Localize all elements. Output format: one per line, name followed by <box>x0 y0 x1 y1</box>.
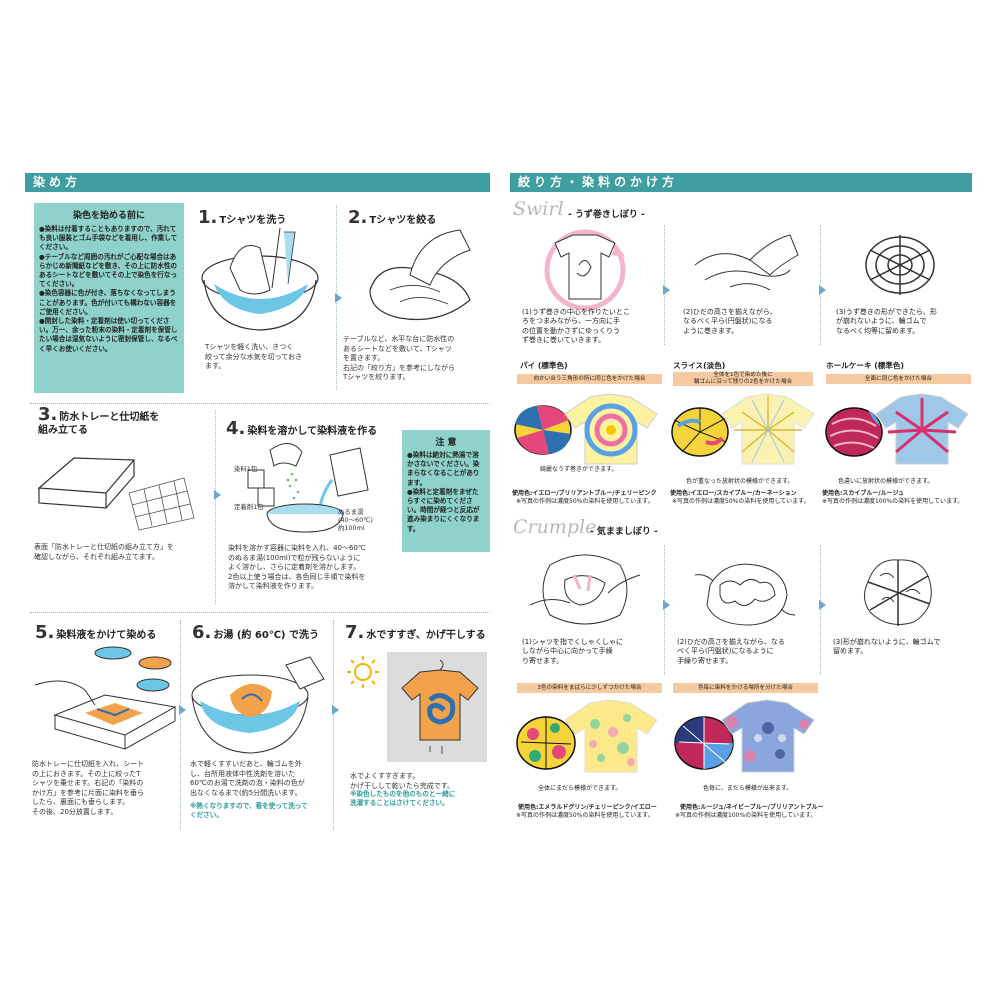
swirl-step3-text: (3)うず巻きの形ができたら、形 が崩れないように、輪ゴムで なるべく均等に留め… <box>836 308 937 335</box>
step7-note: ※染色したものを他のものと一緒に 洗濯することはさけてください。 <box>350 790 456 807</box>
crumple1-shirt-photo <box>564 699 658 773</box>
before-item: ●染色容器に色が付き、落ちなくなってしまうことがあります。色が付いても構わない容… <box>39 289 177 316</box>
step3-text: 表面「防水トレーと仕切紙の組み立て方」を 確認しながら、それぞれ組み立てます。 <box>34 543 174 561</box>
variant-cake-note: ※写真の作例は濃度100%の染料を使用しています。 <box>822 498 964 505</box>
crumple1-disc-photo <box>516 716 576 770</box>
before-item: ●開封した染料・定着剤は使い切ってください。万一、余った粉末の染料・定着剤を保管… <box>39 317 178 353</box>
step7-title: 7.水ですすぎ、かげ干しする <box>345 622 486 643</box>
swirl-script-title: Swirl <box>513 198 564 220</box>
crumple2-disc-photo <box>674 716 734 770</box>
step5-text: 防水トレーに仕切紙を入れ、シート の上におきます。その上に絞ったT シャツを乗せ… <box>32 760 145 816</box>
right-section-header: 絞り方・染料のかけ方 <box>510 173 972 192</box>
step2-text: テーブルなど、水平な台に防水性の あるシートなどを敷いて、Tシャツ を置きます。… <box>343 335 455 382</box>
step6-illustration <box>191 656 325 754</box>
label-dye: 染料1包 <box>234 465 258 473</box>
step6-note: ※熱くなりますので、著を使って洗って ください。 <box>190 802 308 819</box>
step7-text: 水でよくすすぎます。 かげ干しして乾いたら完成です。 <box>350 772 455 790</box>
step5-illustration <box>34 646 177 750</box>
variant-pie-pill: 向かい合う三角形の所に同じ色をかけた場合 <box>517 374 662 384</box>
crumple2-colors: 使用色:ルージュ/ネイビーブルー/ブリリアントブルー <box>680 804 824 811</box>
variant-slice-note: ※写真の作例は濃度50%の染料を使用しています。 <box>672 498 810 505</box>
arrow-icon <box>663 600 670 610</box>
slice-shirt-photo <box>721 393 815 465</box>
arrow-icon <box>663 285 670 295</box>
caution-box: 注 意 ●染料は絶対に熱湯で溶かさないでください。染まらなくなることがあります。… <box>402 430 490 552</box>
step4-illustration <box>247 443 369 533</box>
variant-cake-colors: 使用色:スカイブルー/ルージュ <box>822 490 905 497</box>
variant-slice-pill: 全体を1色で染めた後に 輪ゴムに沿って残りの2色をかけた場合 <box>673 372 813 386</box>
arrow-icon <box>819 285 826 295</box>
crumple1-colors: 使用色:エメラルドグリン/チェリーピンク/イエロー <box>518 804 657 811</box>
arrow-icon <box>332 705 339 715</box>
caution-item: ●染料は絶対に熱湯で溶かさないでください。染まらなくなることがあります。 <box>407 451 480 487</box>
step3-illustration <box>37 457 195 531</box>
crumple-step2-illustration <box>694 563 796 626</box>
step2-title: 2.Tシャツを絞る <box>348 207 437 228</box>
crumple-step3-text: (3)形が崩れないように、輪ゴムで 留めます。 <box>833 638 941 656</box>
crumple-step2-text: (2)ひだの高さを揃えながら、なる べく平ら(円盤状)になるように 手繰り寄せま… <box>677 638 785 665</box>
arrow-icon <box>214 490 221 500</box>
variant-pie-name: パイ (標準色) <box>520 361 568 370</box>
variant-pie-note: ※写真の作例は濃度50%の染料を使用しています。 <box>516 498 654 505</box>
swirl-step2-text: (2)ひだの高さを揃えながら、 なるべく平ら(円盤状)になる ように巻きます。 <box>683 308 777 335</box>
step3-title: 3.防水トレーと仕切紙を 組み立てる <box>38 404 160 437</box>
pie-shirt-photo <box>564 393 658 465</box>
step1-text: Tシャツを軽く洗い、きつく 絞って余分な水気を切っておき ます。 <box>205 343 303 371</box>
arrow-icon <box>819 600 826 610</box>
crumple1-note: ※写真の作例は濃度50%の染料を使用しています。 <box>516 812 654 819</box>
step1-title: 1.Tシャツを洗う <box>198 207 287 228</box>
swirl-step2-illustration <box>694 234 799 291</box>
cake-shirt-photo <box>875 393 969 465</box>
arrow-icon <box>179 705 186 715</box>
variant-cake-desc: 色違いに放射状の模様ができます。 <box>838 478 934 485</box>
step6-text: 水で軽くすすいだあと、輪ゴムを外 し、台所用液体中性洗剤を溶いた 60℃のお湯で… <box>190 760 305 797</box>
caution-item: ●染料と定着剤をまぜたらすぐに染めてください。時間が経つと反応が進み染まりにくく… <box>407 487 480 533</box>
crumple-step1-text: (1)シャツを指でくしゃくしゃに しながら中心に向かって手繰 り寄せます。 <box>522 638 623 665</box>
swirl-step1-text: (1)うず巻きの中心を作りたいとこ ろをつまみながら、一方向に手 の位置を動かさ… <box>522 308 630 345</box>
crumple2-shirt-photo <box>721 699 815 773</box>
crumple2-desc: 色毎に、まだら模様が出来ます。 <box>703 785 793 792</box>
swirl-step3-illustration <box>865 235 935 295</box>
crumple1-desc: 全体にまだら模様ができます。 <box>538 785 622 792</box>
crumple-script-title: Crumple <box>513 516 597 538</box>
swirl-step1-illustration <box>544 229 626 311</box>
crumple-variant2-pill: 色毎に染料をかける場所を分けた場合 <box>673 683 818 693</box>
variant-slice-desc: 色が重なった放射状の模様ができます。 <box>686 478 794 485</box>
step4-text: 染料を溶かす容器に染料を入れ、40〜60℃ のぬるま湯(100ml)で粒が残らな… <box>228 544 366 591</box>
before-item: ●染料は付着することもありますので、汚れても良い服装とゴム手袋などを着用し、作業… <box>39 225 178 252</box>
variant-pie-desc: 綺麗なうず巻きができます。 <box>540 466 618 473</box>
step1-illustration <box>201 227 319 331</box>
arrow-icon <box>335 293 342 303</box>
caution-title: 注 意 <box>435 438 457 448</box>
step6-title: 6.お湯 (約 60℃) で洗う <box>192 622 319 643</box>
slice-disc-photo <box>671 407 729 457</box>
crumple-subtitle: - 気まましぼり - <box>590 527 658 537</box>
crumple-variant1-pill: 3色の染料をまばらに少しずつかけた場合 <box>517 683 662 693</box>
variant-slice-colors: 使用色:イエロー/スカイブルー/カーネーション <box>670 490 797 497</box>
variant-slice-name: スライス(淡色) <box>673 361 726 370</box>
before-start-title: 染色を始める前に <box>72 211 145 221</box>
pie-disc-photo <box>514 405 572 455</box>
variant-pie-colors: 使用色:イエロー/ブリリアントブルー/チェリーピンク <box>512 490 657 497</box>
step2-illustration <box>369 229 471 321</box>
label-water: ぬるま湯 (40〜60℃) 約100ml <box>338 508 373 532</box>
cake-disc-photo <box>825 407 883 457</box>
left-section-header: 染め方 <box>25 173 490 192</box>
variant-cake-pill: 全面に同じ色をかけた場合 <box>826 374 971 384</box>
variant-cake-name: ホールケーキ (標準色) <box>826 361 904 370</box>
sun-icon <box>347 656 379 688</box>
swirl-subtitle: - うず巻きしぼり - <box>568 210 645 220</box>
label-fix: 定着剤1包 <box>234 503 264 511</box>
hanging-shirt-illustration <box>401 659 479 754</box>
crumple2-note: ※写真の作例は濃度100%の染料を使用しています。 <box>675 812 817 819</box>
crumple-step1-illustration <box>529 554 641 625</box>
step5-title: 5.染料液をかけて染める <box>35 622 157 643</box>
crumple-step3-illustration <box>864 559 932 626</box>
before-item: ●テーブルなど周囲の汚れがご心配な場合はあらかじめ新聞紙などを敷き、その上に防水… <box>39 252 178 289</box>
before-start-box: 染色を始める前に ●染料は付着することもありますので、汚れても良い服装とゴム手袋… <box>34 203 184 393</box>
step4-title: 4.染料を溶かして染料液を作る <box>226 418 378 439</box>
